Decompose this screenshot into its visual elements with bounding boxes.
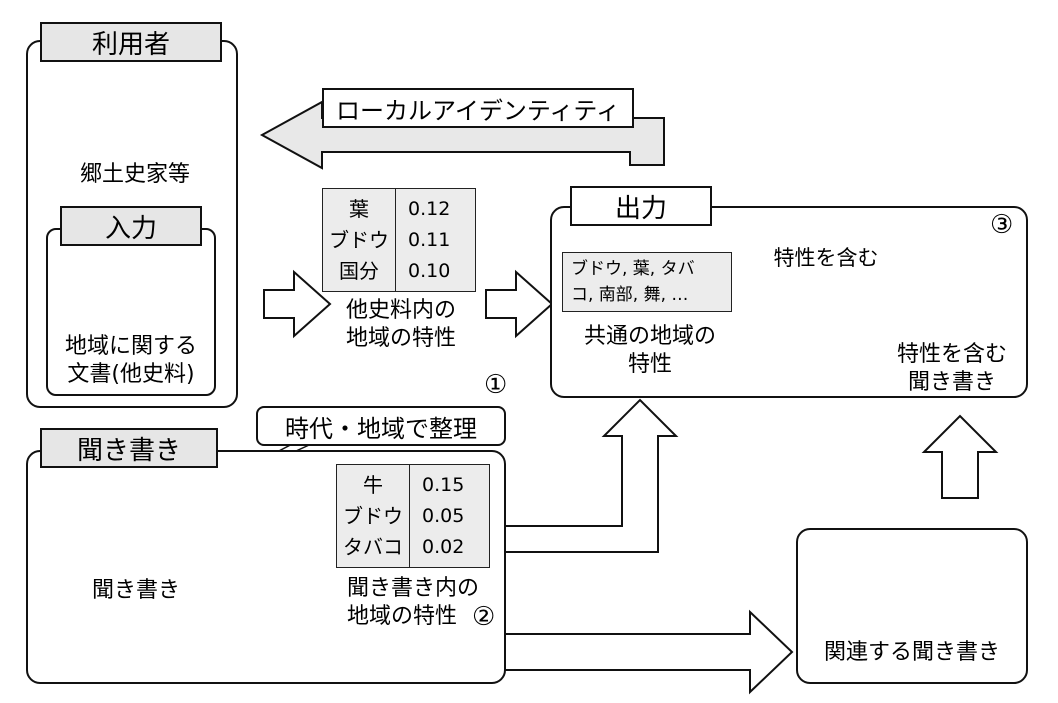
common-features-line1: ブドウ, 葉, タバ [571, 259, 695, 279]
interview-term: 牛 [363, 472, 383, 497]
interview-doc-caption: 聞き書き [91, 578, 180, 603]
result-caption-line1: 特性を含む [896, 342, 1007, 367]
common-caption-line1: 共通の地域の [583, 324, 716, 349]
organize-callout: 時代・地域で整理 [256, 406, 506, 446]
doc-score: 0.12 [408, 197, 451, 220]
input-caption-line2: 文書(他史料) [67, 362, 195, 387]
interview-score: 0.02 [422, 535, 465, 558]
related-caption: 関連する聞き書き [823, 640, 1000, 665]
output-panel-title: 出力 [570, 186, 712, 226]
table-to-output-arrow [485, 269, 554, 339]
interview-table-caption-line2: 地域の特性 [346, 604, 457, 629]
doc-table-caption-line1: 他史料内の [345, 298, 456, 323]
interview-score: 0.05 [422, 504, 465, 527]
step1-number: ① [484, 370, 508, 400]
doc-term: 国分 [339, 258, 379, 283]
step2-number: ② [472, 602, 496, 632]
identity-arrow-label: ローカルアイデンティティ [322, 88, 634, 128]
table-to-output-up-arrow [497, 398, 679, 553]
doc-term: 葉 [349, 196, 369, 221]
input-caption-line1: 地域に関する [64, 334, 197, 359]
interview-table-caption-line1: 聞き書き内の [346, 576, 479, 601]
interview-term: ブドウ [343, 503, 403, 528]
doc-feature-table: 葉 ブドウ 国分 0.12 0.11 0.10 [322, 188, 476, 292]
related-to-result-arrow [921, 414, 999, 499]
step3-number: ③ [990, 210, 1014, 240]
doc-score: 0.11 [408, 228, 451, 251]
related-panel [796, 528, 1028, 684]
user-caption: 郷土史家等 [79, 162, 190, 187]
interview-score: 0.15 [422, 473, 465, 496]
input-panel-title: 入力 [60, 206, 202, 246]
common-features-line2: コ, 南部, 舞, … [571, 285, 689, 305]
contains-features-label: 特性を含む [773, 246, 879, 270]
input-to-table-arrow [263, 269, 332, 339]
interview-panel-title: 聞き書き [40, 428, 218, 468]
input-panel [46, 228, 216, 396]
doc-term: ブドウ [329, 227, 389, 252]
doc-score: 0.10 [408, 259, 451, 282]
common-features-box: ブドウ, 葉, タバ コ, 南部, 舞, … [562, 252, 732, 312]
result-caption-line2: 聞き書き [907, 370, 996, 395]
common-caption-line2: 特性 [627, 352, 672, 377]
interview-feature-table: 牛 ブドウ タバコ 0.15 0.05 0.02 [336, 464, 490, 568]
user-panel-title: 利用者 [40, 22, 222, 62]
doc-table-caption-line2: 地域の特性 [345, 326, 456, 351]
interview-term: タバコ [343, 534, 403, 559]
